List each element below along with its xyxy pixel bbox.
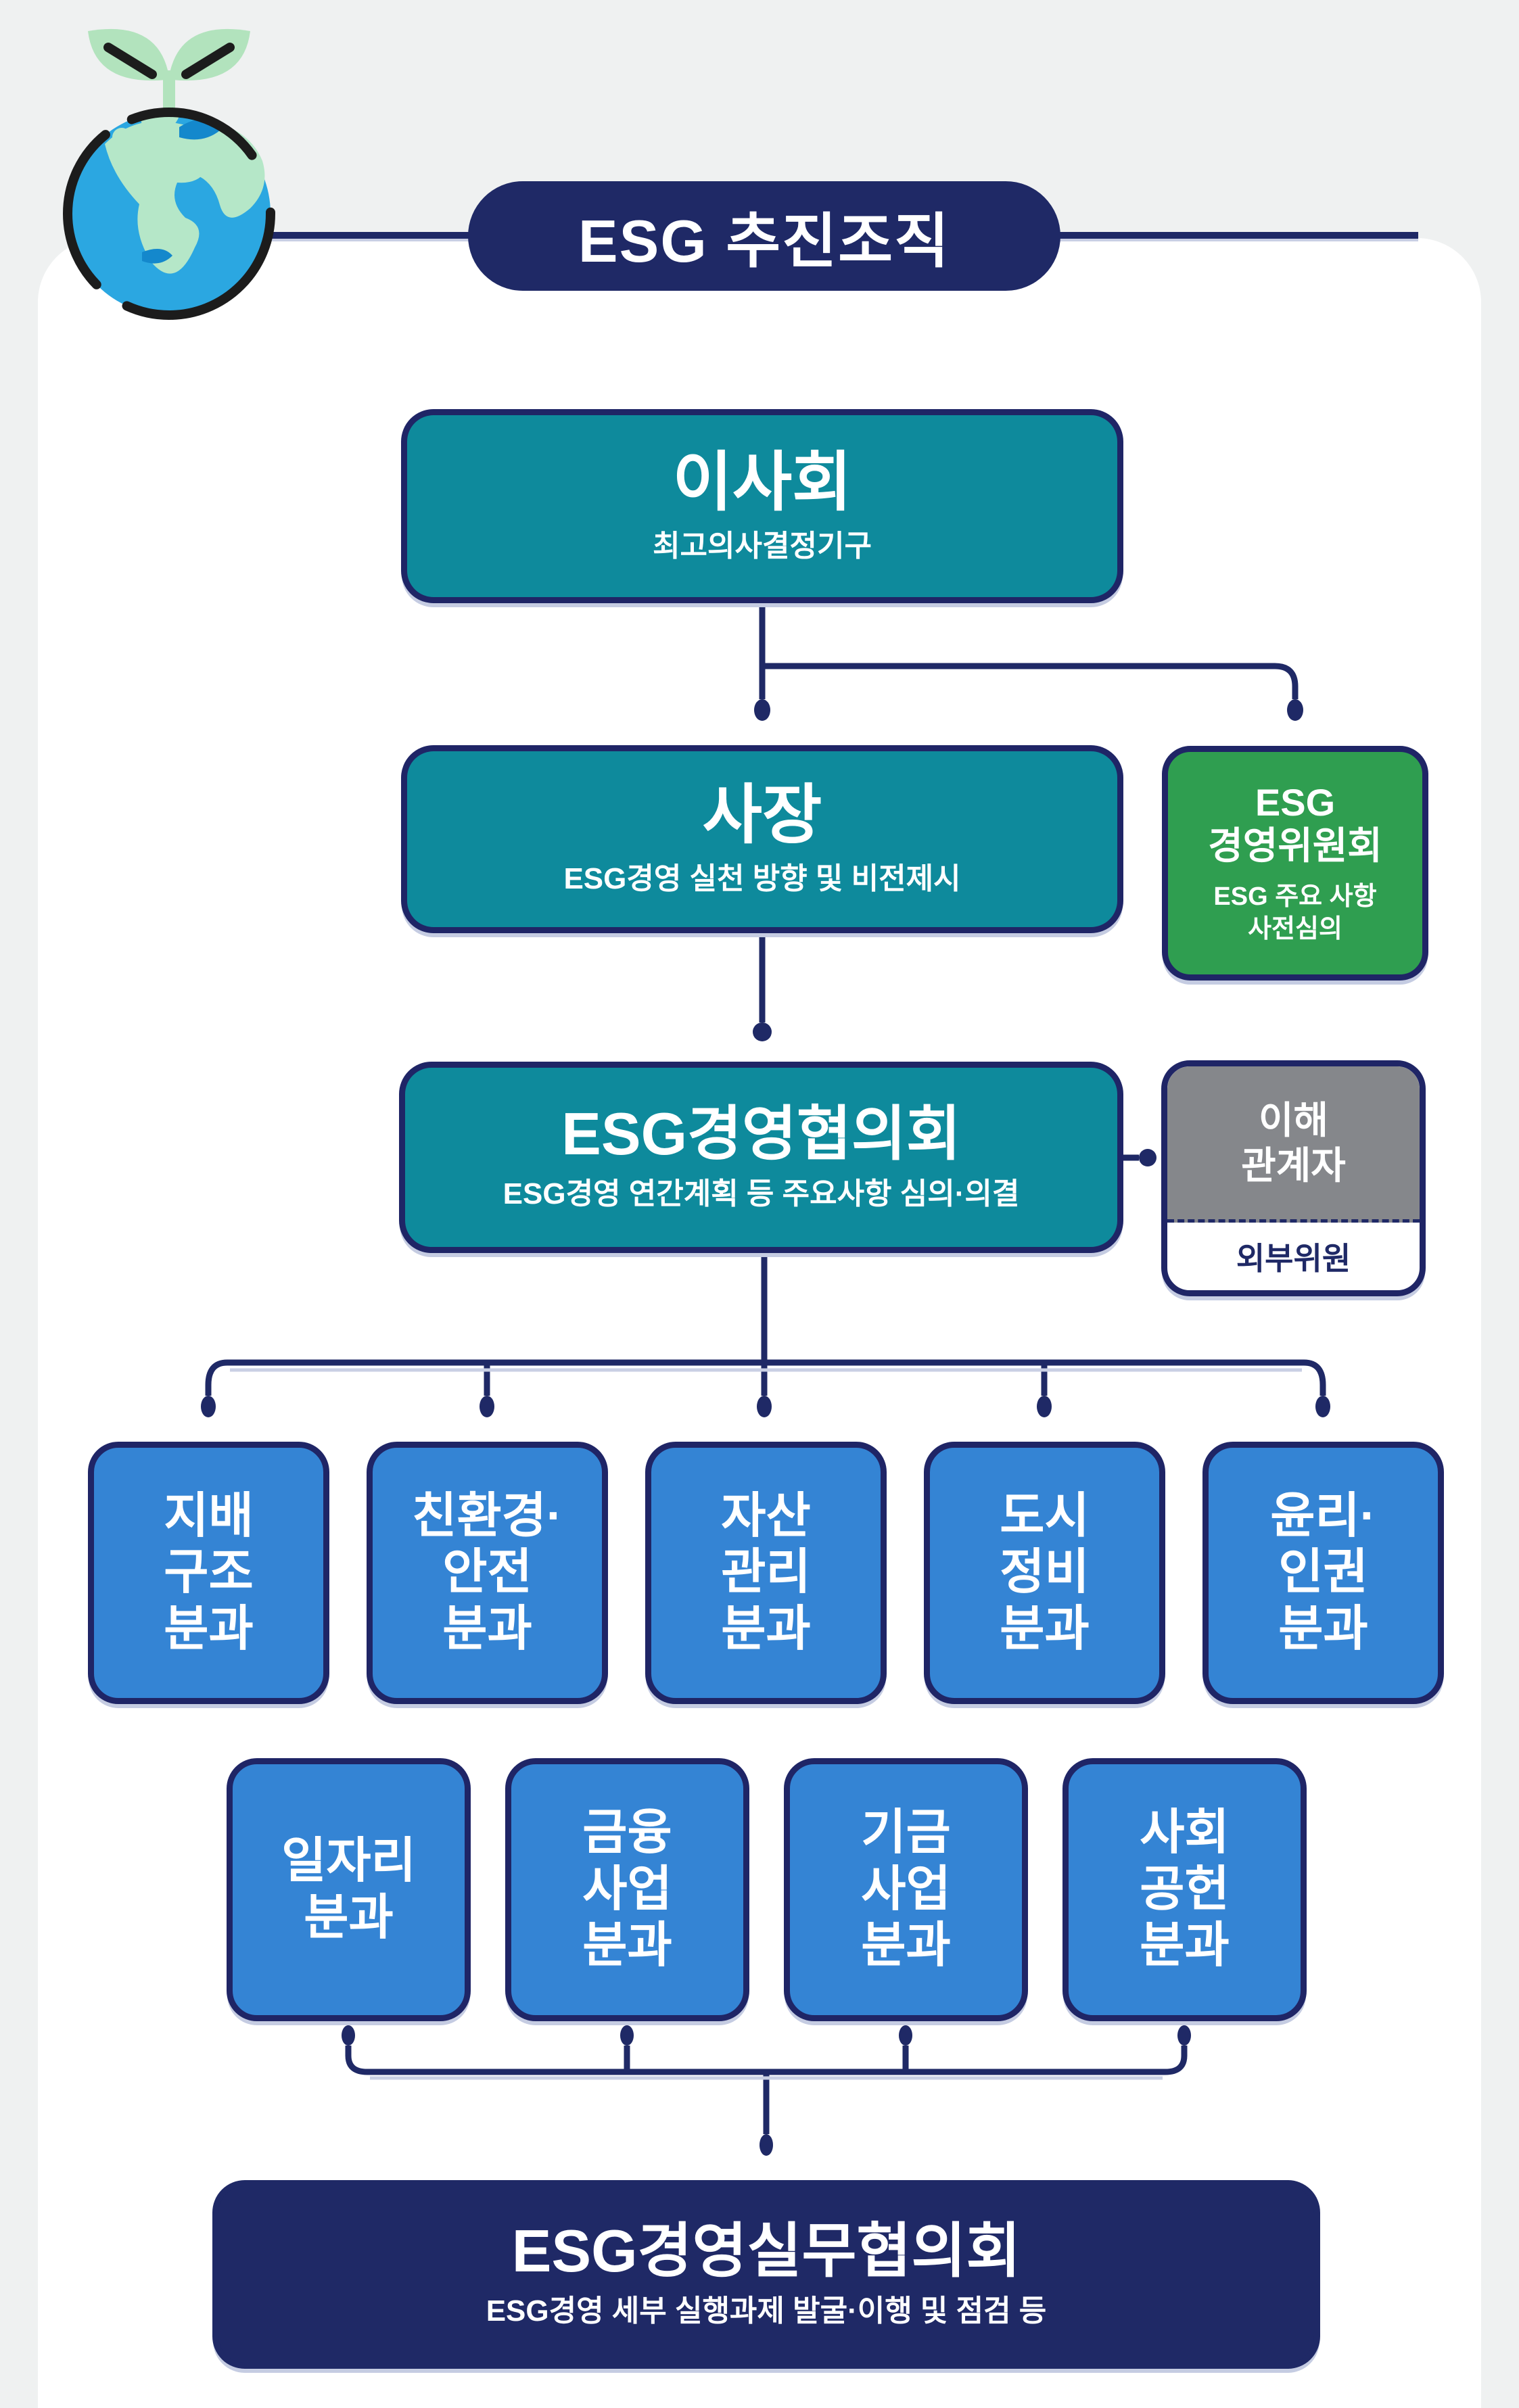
subcommittee-label: 윤리· 인권 분과 (1270, 1488, 1376, 1656)
subcommittee-fund: 기금 사업 분과 (784, 1758, 1028, 2021)
subcommittee-label: 친환경· 안전 분과 (412, 1488, 563, 1656)
stakeholder-note: 외부위원 (1236, 1241, 1351, 1276)
subcommittee-label: 기금 사업 분과 (861, 1805, 951, 1973)
subcommittee-eco-safety: 친환경· 안전 분과 (367, 1442, 608, 1704)
board-subtitle: 최고의사결정기구 (653, 529, 872, 563)
esg-council-title: ESG경영협의회 (561, 1100, 961, 1167)
subcommittee-label: 자산 관리 분과 (721, 1488, 811, 1656)
globe-sprout-icon (63, 28, 275, 320)
subcommittee-label: 도시 정비 분과 (1000, 1488, 1090, 1656)
working-council-box: ESG경영실무협의회 ESG경영 세부 실행과제 발굴·이행 및 점검 등 (212, 2180, 1320, 2369)
subcommittee-label: 일자리 분과 (281, 1833, 416, 1945)
subcommittee-social: 사회 공헌 분과 (1062, 1758, 1307, 2021)
working-council-subtitle: ESG경영 세부 실행과제 발굴·이행 및 점검 등 (486, 2294, 1047, 2328)
page-title-text: ESG 추진조직 (578, 207, 951, 275)
ceo-subtitle: ESG경영 실천 방향 및 비전제시 (563, 862, 961, 896)
esg-committee-box: ESG 경영위원회 ESG 주요 사항 사전심의 (1162, 746, 1428, 981)
ceo-title: 사장 (702, 779, 822, 852)
page-title: ESG 추진조직 (468, 181, 1060, 291)
esg-committee-subtitle: ESG 주요 사항 사전심의 (1213, 882, 1377, 943)
subcommittee-governance: 지배 구조 분과 (88, 1442, 329, 1704)
subcommittee-finance: 금융 사업 분과 (505, 1758, 749, 2021)
board-box: 이사회 최고의사결정기구 (401, 409, 1123, 603)
stakeholder-title: 이해 관계자 (1167, 1066, 1420, 1223)
connector-dots (201, 699, 1330, 2156)
board-title: 이사회 (672, 446, 852, 519)
ceo-box: 사장 ESG경영 실천 방향 및 비전제시 (401, 745, 1123, 933)
subcommittee-label: 사회 공헌 분과 (1140, 1805, 1230, 1973)
esg-committee-title: ESG 경영위원회 (1208, 780, 1382, 867)
subcommittee-label: 지배 구조 분과 (164, 1488, 254, 1656)
stakeholder-box: 이해 관계자 외부위원 (1161, 1060, 1426, 1296)
subcommittee-asset-mgmt: 자산 관리 분과 (645, 1442, 887, 1704)
esg-council-box: ESG경영협의회 ESG경영 연간계획 등 주요사항 심의·의결 (399, 1062, 1123, 1253)
subcommittee-ethics-rights: 윤리· 인권 분과 (1202, 1442, 1444, 1704)
subcommittee-urban-renewal: 도시 정비 분과 (924, 1442, 1165, 1704)
subcommittee-jobs: 일자리 분과 (227, 1758, 471, 2021)
subcommittee-label: 금융 사업 분과 (582, 1805, 672, 1973)
esg-council-subtitle: ESG경영 연간계획 등 주요사항 심의·의결 (503, 1177, 1020, 1211)
working-council-title: ESG경영실무협의회 (511, 2217, 1021, 2284)
